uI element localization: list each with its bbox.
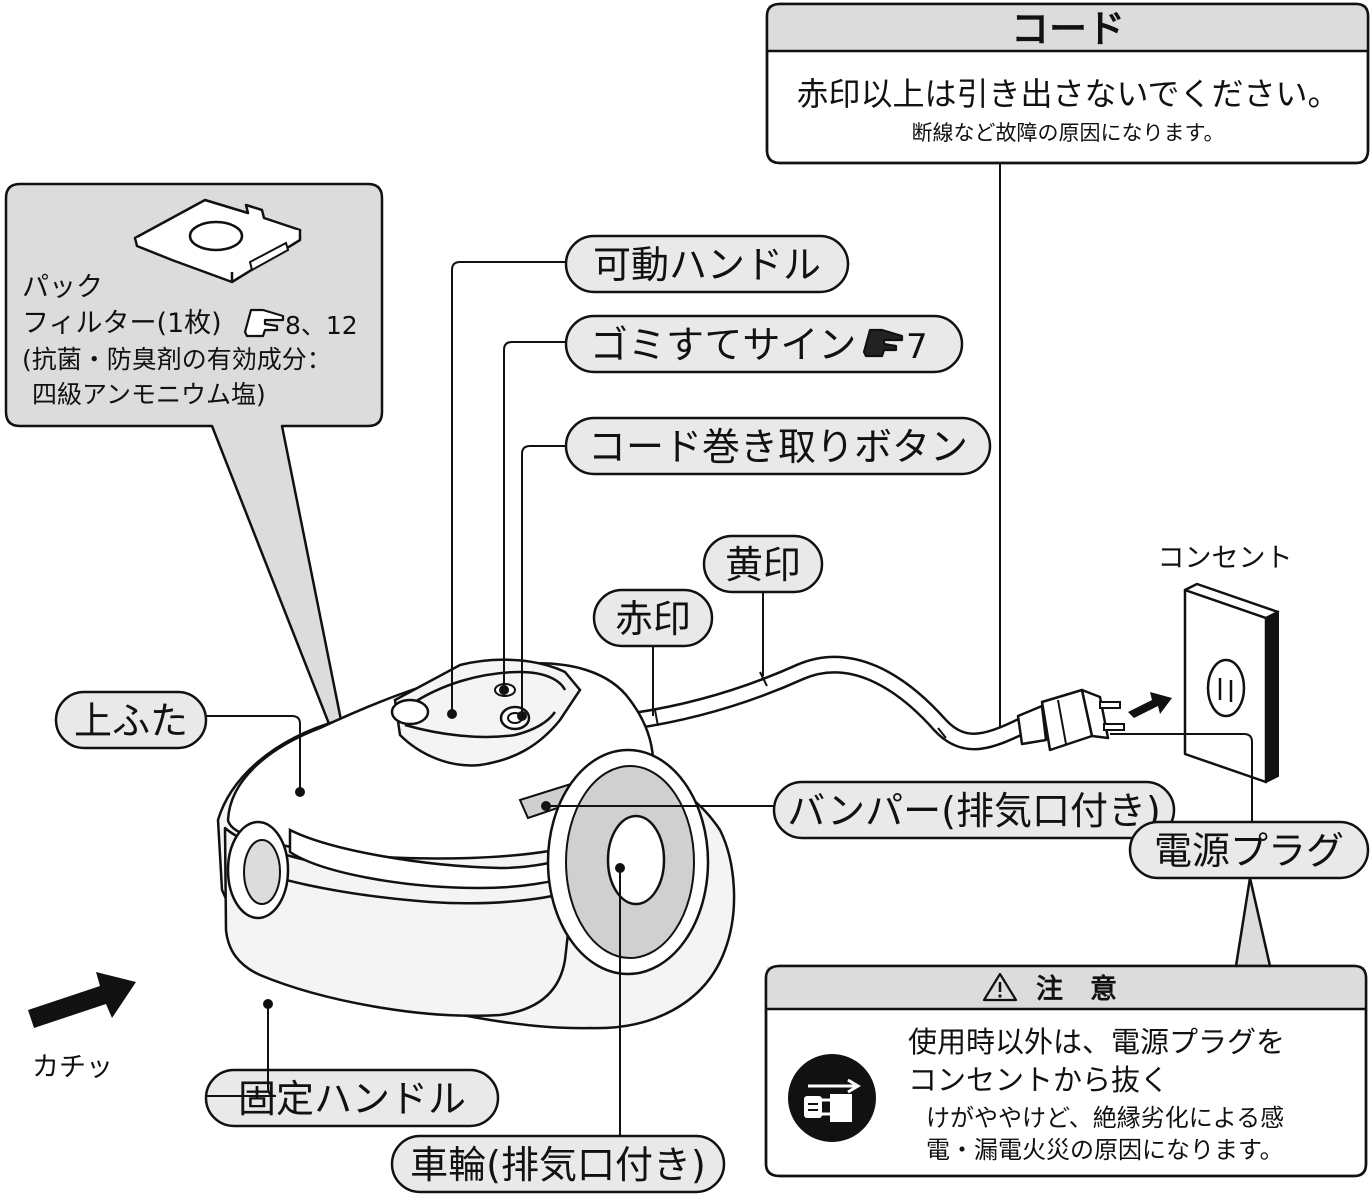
arrow-icon [28,972,136,1028]
cord-note-title: コード [1011,7,1125,51]
fixed-handle-leader [206,1004,277,1097]
caution-main2: コンセントから抜く [908,1063,1169,1097]
power-plug-label: 電源プラグ [1128,820,1370,880]
pointing-hand-icon [243,308,285,338]
filter-line4: 四級アンモニウム塩) [32,380,266,409]
pointing-hand-icon [862,328,904,358]
power-plug-leader [1110,733,1253,822]
svg-text:ゴミすてサイン: ゴミすてサイン [590,323,856,367]
bumper-label: バンパー(排気口付き) [772,780,1176,840]
svg-text:黄印: 黄印 [725,543,801,587]
cord-rewind-button-label: コード巻き取りボタン [564,416,992,476]
caution-box: 注 意 使用時以外は、電源プラグを コンセントから抜く けがややけど、絶縁劣化に… [764,876,1368,1178]
dust-sign-label: ゴミすてサイン 7 [564,314,964,374]
unplug-icon [788,1054,876,1142]
cord-note-line1: 赤印以上は引き出さないでください。 [796,75,1339,113]
caution-main1: 使用時以外は、電源プラグを [908,1025,1285,1059]
power-cord [616,655,1039,751]
svg-text:バンパー(排気口付き): バンパー(排気口付き) [787,789,1161,833]
svg-text:電源プラグ: 電源プラグ [1154,829,1344,873]
movable-handle-leader [451,261,566,712]
svg-text:固定ハンドル: 固定ハンドル [238,1077,466,1121]
movable-handle-label: 可動ハンドル [564,234,850,294]
filter-line3: (抗菌・防臭剤の有効成分： [22,345,332,374]
fixed-handle-label: 固定ハンドル [204,1068,500,1128]
outlet-label: コンセント [1158,543,1293,574]
caution-sub1: けがややけど、絶縁劣化による感 [926,1104,1284,1132]
caution-title: 注 意 [1036,973,1117,1005]
caution-sub2: 電・漏電火災の原因になります。 [926,1136,1284,1164]
top-lid-label: 上ふた [54,690,208,750]
red-mark-label: 赤印 [592,588,714,648]
svg-text:上ふた: 上ふた [74,699,188,743]
svg-text:車輪(排気口付き): 車輪(排気口付き) [410,1143,706,1187]
warning-triangle-icon [982,972,1018,1002]
power-plug [1016,688,1125,752]
filter-pack-icon [133,198,302,284]
arrow-icon [1128,692,1172,718]
filter-ref: 8、12 [285,311,358,340]
filter-line2: フィルター(1枚) [22,308,222,339]
click-label: カチッ [32,1052,113,1083]
top-lid-leader [206,715,301,790]
filter-line1: パック [22,272,103,303]
filter-callout: パック フィルター(1枚) 8、12 (抗菌・防臭剤の有効成分： 四級アンモニウ… [4,182,384,792]
svg-text:赤印: 赤印 [615,597,691,641]
wall-outlet [1183,582,1280,784]
yellow-mark-label: 黄印 [702,534,824,594]
dust-sign-leader [503,341,566,690]
cord-rewind-leader [521,445,566,716]
cord-note-box: コード 赤印以上は引き出さないでください。 断線など故障の原因になります。 [765,2,1370,165]
cord-note-line2: 断線など故障の原因になります。 [912,121,1225,145]
svg-text:7: 7 [906,327,928,367]
svg-text:コード巻き取りボタン: コード巻き取りボタン [588,425,968,469]
svg-text:可動ハンドル: 可動ハンドル [593,243,821,287]
wheel-label: 車輪(排気口付き) [390,1134,726,1194]
